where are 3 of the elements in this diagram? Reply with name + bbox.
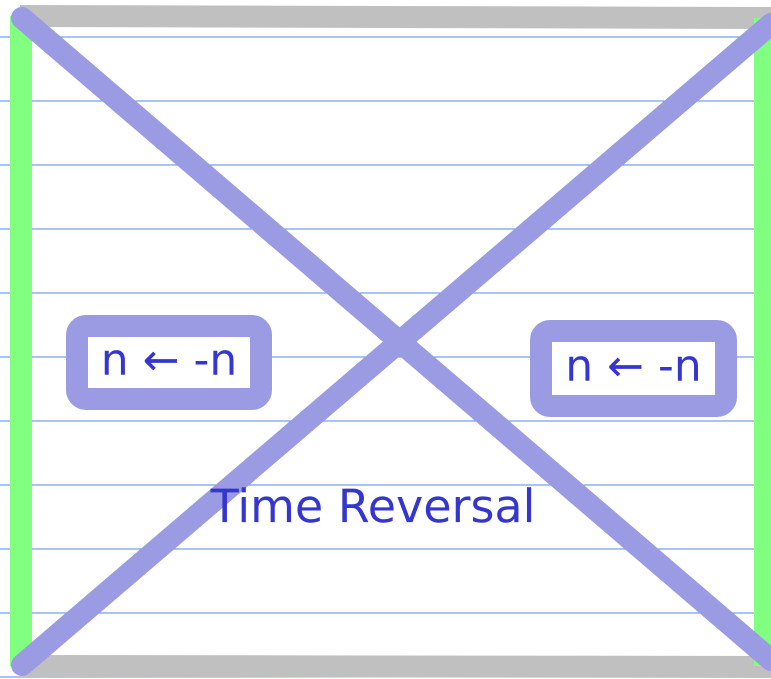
title-text: Time Reversal xyxy=(210,487,532,523)
formula-box: n ← -n xyxy=(66,314,272,410)
formula-box: n ← -n xyxy=(530,320,737,417)
